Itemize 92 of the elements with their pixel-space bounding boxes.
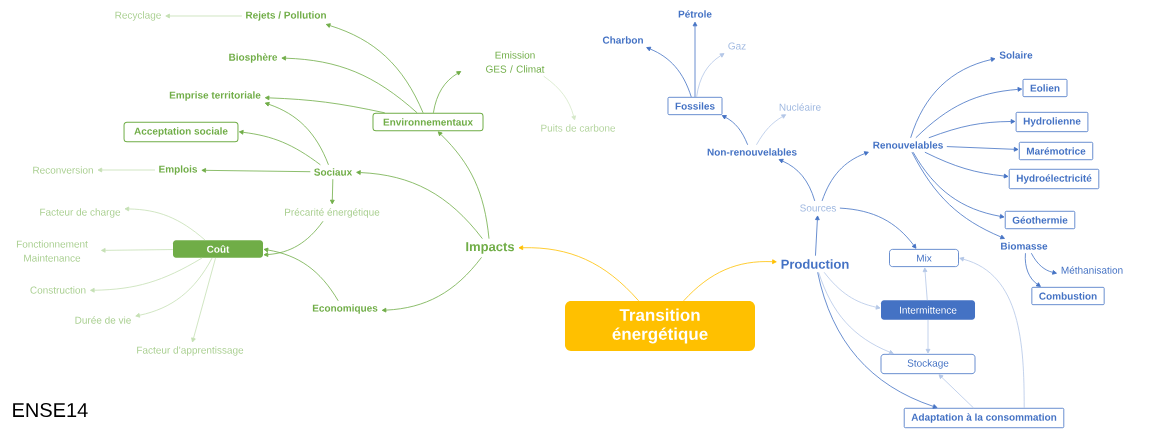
arrow	[818, 271, 894, 355]
topic-label: Impacts	[466, 242, 515, 254]
arrow	[264, 95, 386, 114]
arrow	[924, 151, 1009, 179]
arrow	[683, 259, 777, 302]
topic-label: Précarité énergétique	[285, 208, 380, 218]
arrow	[839, 207, 917, 249]
topic-label: Emplois	[159, 165, 198, 175]
topic-label: Pétrole	[678, 10, 712, 18]
topic-box: Eolien	[1022, 78, 1068, 98]
topic-box: Environnementaux	[372, 112, 484, 132]
arrow	[911, 151, 1005, 240]
topic-box: Fossiles	[667, 96, 723, 116]
arrow	[646, 46, 692, 98]
arrow	[1030, 252, 1057, 275]
topic-label: Facteur d’apprentissage	[137, 346, 244, 356]
highlighted-box: Intermittence	[881, 300, 975, 320]
topic-box: Géothermie	[1004, 210, 1076, 230]
arrow	[165, 13, 243, 19]
arrow	[381, 256, 482, 313]
arrow	[756, 114, 787, 146]
arrow	[437, 131, 490, 240]
page-label: ENSE14	[13, 402, 88, 418]
arrow	[135, 257, 213, 318]
topic-label: Biomasse	[1001, 242, 1048, 250]
arrow	[817, 271, 938, 409]
topic-label: Production	[781, 259, 849, 269]
arrow	[90, 257, 203, 293]
topic-label: Facteur de charge	[40, 208, 121, 218]
topic-box: Adaptation à la consommation	[903, 407, 1065, 429]
topic-label: Fonctionnement Maintenance	[16, 240, 88, 262]
topic-box: Acceptation sociale	[123, 121, 239, 143]
arrow	[124, 206, 206, 241]
arrow	[329, 178, 335, 205]
topic-box: Hydrolienne	[1015, 111, 1089, 133]
topic-label: Economiques	[312, 304, 378, 314]
central-topic-box: Transition énergétique	[565, 301, 755, 351]
arrow	[815, 215, 820, 257]
arrow	[263, 247, 339, 302]
arrow	[910, 57, 996, 139]
topic-box: Marémotrice	[1018, 141, 1094, 161]
topic-box: Stockage	[880, 353, 976, 375]
topic-label: Renouvelables	[873, 141, 943, 149]
arrow	[101, 248, 174, 253]
arrow	[543, 75, 576, 121]
topic-label: Charbon	[602, 36, 643, 44]
arrow	[191, 257, 216, 343]
topic-label: Gaz	[728, 42, 746, 50]
topic-label: Construction	[30, 286, 86, 294]
arrow	[264, 102, 329, 166]
arrow	[518, 245, 640, 302]
arrow	[238, 129, 321, 166]
arrow	[823, 271, 881, 310]
arrow	[263, 220, 324, 257]
arrow	[915, 87, 1023, 139]
topic-label: Solaire	[999, 51, 1033, 59]
topic-box: Combustion	[1031, 286, 1105, 306]
arrow	[928, 119, 1016, 139]
arrow	[946, 146, 1019, 152]
arrow	[959, 256, 1025, 409]
topic-box: Hydroélectricité	[1008, 168, 1100, 190]
arrow	[925, 319, 931, 354]
arrow	[201, 168, 311, 173]
arrow	[696, 53, 725, 98]
topic-label: Biosphère	[229, 53, 278, 63]
topic-label: Emprise territoriale	[169, 91, 261, 101]
arrow	[325, 23, 424, 114]
topic-label: Durée de vie	[75, 316, 131, 324]
arrow	[778, 158, 816, 202]
topic-box: Mix	[889, 248, 959, 267]
arrow	[356, 170, 483, 240]
arrow	[938, 374, 974, 409]
topic-label: Emission GES / Climat	[486, 51, 545, 73]
highlighted-box: Coût	[173, 240, 263, 258]
arrow	[692, 21, 698, 98]
arrow	[1024, 252, 1041, 287]
arrow	[912, 151, 1005, 219]
topic-label: Puits de carbone	[541, 124, 616, 132]
arrow	[97, 167, 156, 173]
topic-label: Recyclage	[115, 11, 161, 21]
topic-label: Sources	[800, 204, 836, 212]
arrow	[433, 71, 462, 114]
arrow	[821, 151, 869, 202]
topic-label: Reconversion	[33, 166, 93, 174]
topic-label: Non-renouvelables	[707, 148, 797, 156]
topic-label: Sociaux	[314, 168, 353, 176]
arrow	[721, 115, 749, 146]
topic-label: Nucléaire	[779, 103, 821, 111]
arrow	[922, 267, 928, 301]
arrow	[281, 55, 418, 114]
topic-label: Rejets / Pollution	[246, 11, 326, 21]
topic-label: Méthanisation	[1061, 266, 1123, 274]
